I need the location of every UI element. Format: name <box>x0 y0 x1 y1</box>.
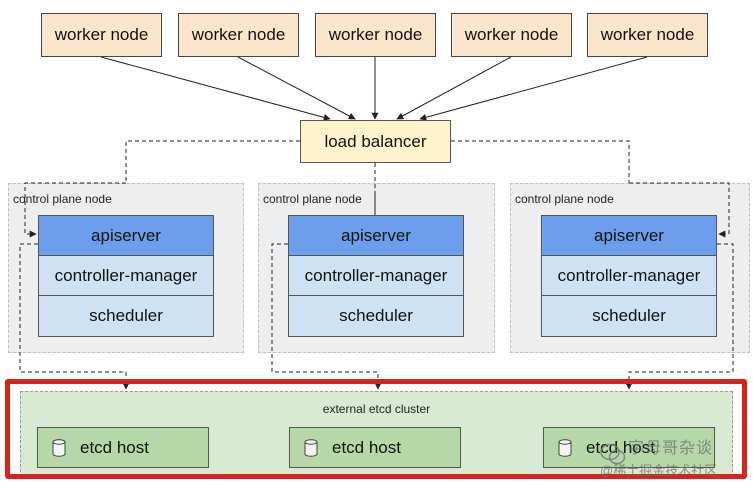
database-icon <box>558 438 572 457</box>
worker-node-5: worker node <box>587 13 708 57</box>
worker-node-label: worker node <box>191 25 286 44</box>
watermark: 字母哥杂谈 @稀土掘金技术社区 <box>600 440 750 482</box>
watermark-subtitle: @稀土掘金技术社区 <box>600 463 718 478</box>
component-stack-2: apiserver controller-manager scheduler <box>288 215 464 337</box>
worker-to-lb-arrow <box>100 56 331 121</box>
worker-node-label: worker node <box>464 25 559 44</box>
worker-node-2: worker node <box>178 13 299 57</box>
lb-to-apiserver-line <box>451 140 630 183</box>
worker-node-4: worker node <box>451 13 572 57</box>
worker-node-1: worker node <box>41 13 162 57</box>
etcd-host-label: etcd host <box>586 437 655 457</box>
component-stack-3: apiserver controller-manager scheduler <box>541 215 717 337</box>
controller-manager-box: controller-manager <box>39 256 213 296</box>
etcd-host-label: etcd host <box>332 437 401 457</box>
chat-logo-icon <box>600 443 626 465</box>
control-plane-label: control plane node <box>13 192 112 206</box>
apiserver-box: apiserver <box>542 216 716 256</box>
scheduler-box: scheduler <box>542 296 716 336</box>
worker-to-lb-arrow <box>419 56 648 121</box>
apiserver-box: apiserver <box>289 216 463 256</box>
load-balancer-label: load balancer <box>324 131 427 151</box>
component-stack-1: apiserver controller-manager scheduler <box>38 215 214 337</box>
etcd-cluster-label: external etcd cluster <box>322 402 431 416</box>
apiserver-box: apiserver <box>39 216 213 256</box>
lb-to-apiserver-line <box>125 140 300 183</box>
control-plane-label: control plane node <box>515 192 614 206</box>
scheduler-box: scheduler <box>289 296 463 336</box>
watermark-title: 字母哥杂谈 <box>628 440 714 457</box>
database-icon <box>304 438 318 457</box>
worker-node-label: worker node <box>54 25 149 44</box>
controller-manager-box: controller-manager <box>542 256 716 296</box>
worker-to-lb-arrow <box>237 56 356 120</box>
etcd-host-3: etcd host <box>543 427 715 468</box>
etcd-host-1: etcd host <box>37 427 209 468</box>
worker-to-lb-arrow <box>396 56 512 120</box>
etcd-host-label: etcd host <box>80 437 149 457</box>
controller-manager-box: controller-manager <box>289 256 463 296</box>
worker-node-3: worker node <box>315 13 436 57</box>
worker-node-label: worker node <box>600 25 695 44</box>
load-balancer: load balancer <box>300 120 451 163</box>
worker-node-label: worker node <box>328 25 423 44</box>
scheduler-box: scheduler <box>39 296 213 336</box>
database-icon <box>52 438 66 457</box>
etcd-host-2: etcd host <box>289 427 461 468</box>
control-plane-label: control plane node <box>263 192 362 206</box>
